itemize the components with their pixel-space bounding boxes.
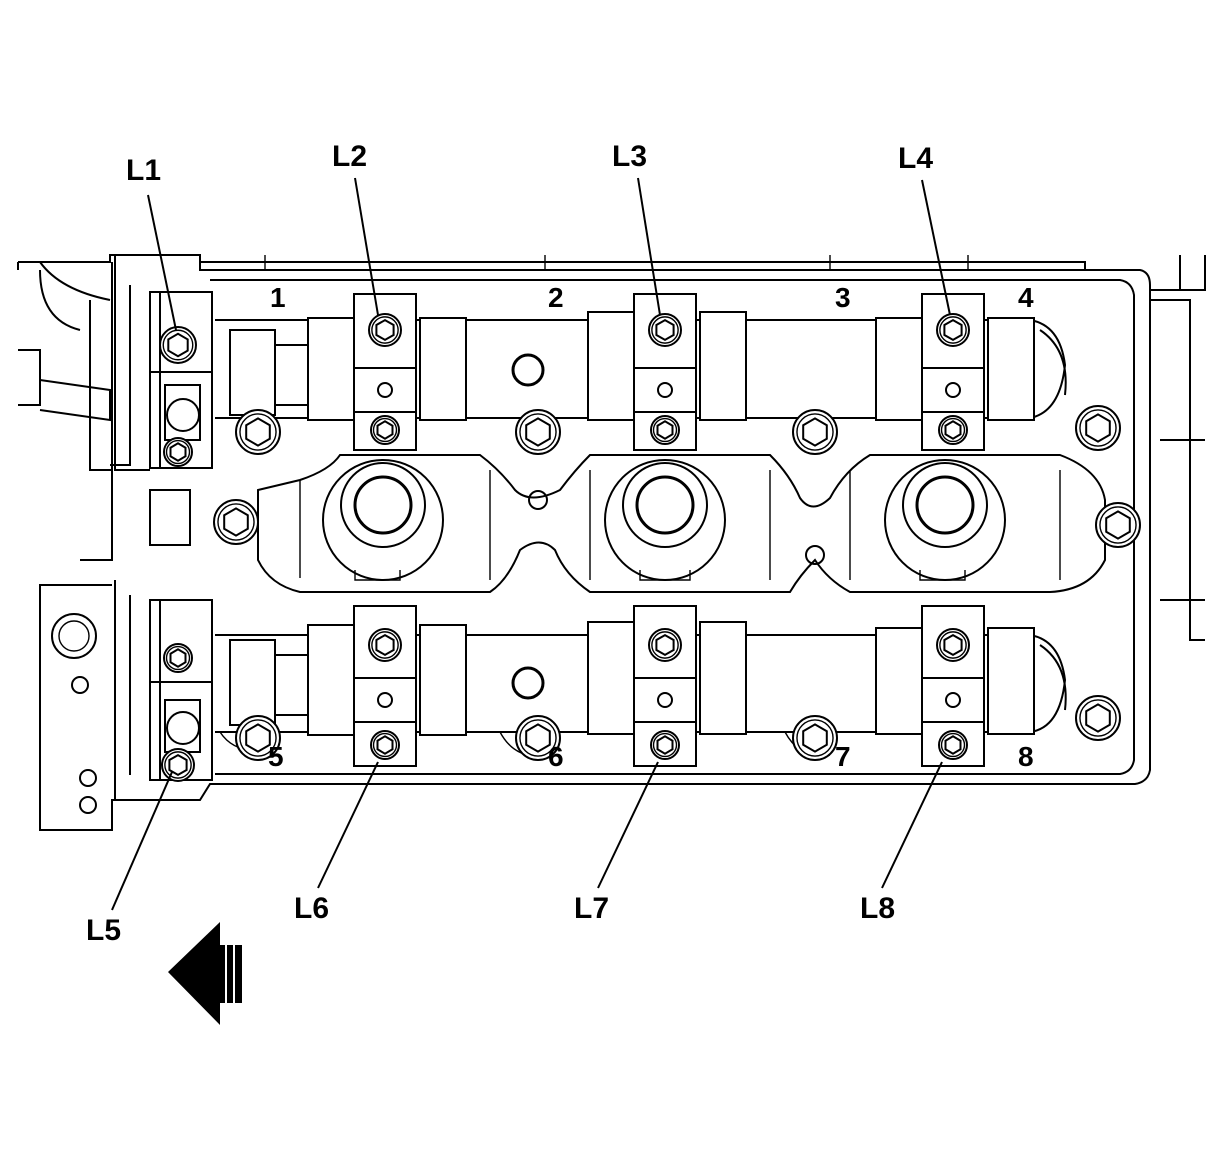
cylinder-head-outline xyxy=(17,254,1206,831)
callout-labels: L1 L2 L3 L4 L5 L6 L7 L8 xyxy=(86,140,933,947)
spark-plug-wells xyxy=(257,454,1106,593)
callout-l6: L6 xyxy=(294,892,329,925)
journal-number-5: 5 xyxy=(268,741,284,772)
callout-l5: L5 xyxy=(86,914,121,947)
callout-l7: L7 xyxy=(574,892,609,925)
head-bolt-icon xyxy=(213,499,259,545)
cap-bolt-icon xyxy=(368,628,402,662)
bearing-cap xyxy=(921,605,985,767)
cap-bolt-icon xyxy=(159,326,197,364)
head-bolt-icon xyxy=(1095,502,1141,548)
journal-numbers: 1 2 3 4 5 6 7 8 xyxy=(268,282,1034,772)
callout-l8: L8 xyxy=(860,892,895,925)
cap-bolt-icon xyxy=(936,628,970,662)
cap-bolt-icon xyxy=(368,313,402,347)
cap-bolt-icon xyxy=(648,313,682,347)
callout-l4: L4 xyxy=(898,142,933,175)
journal-number-3: 3 xyxy=(835,282,851,313)
cap-bolt-icon xyxy=(161,748,195,782)
bearing-cap xyxy=(353,293,417,451)
upper-camshaft xyxy=(149,291,1067,469)
head-bolt-icon xyxy=(792,409,838,455)
journal-number-7: 7 xyxy=(835,741,851,772)
head-bolt-icon xyxy=(792,715,838,761)
journal-number-1: 1 xyxy=(270,282,286,313)
bearing-cap xyxy=(633,605,697,767)
head-bolt-icon xyxy=(1075,405,1121,451)
leader-lines xyxy=(111,177,951,911)
bearing-cap xyxy=(353,605,417,767)
cap-bolt-icon xyxy=(936,313,970,347)
cap-bolt-icon xyxy=(650,730,680,760)
journal-number-2: 2 xyxy=(548,282,564,313)
cap-bolt-icon xyxy=(938,730,968,760)
cap-bolt-icon xyxy=(163,437,193,467)
journal-number-6: 6 xyxy=(548,741,564,772)
head-bolts xyxy=(213,405,1141,761)
cap-bolt-icon xyxy=(938,415,968,445)
head-bolt-icon xyxy=(515,409,561,455)
cap-bolt-icon xyxy=(370,730,400,760)
callout-l1: L1 xyxy=(126,154,161,187)
cap-bolt-icon xyxy=(650,415,680,445)
journal-number-8: 8 xyxy=(1018,741,1034,772)
head-bolt-icon xyxy=(515,715,561,761)
head-bolt-icon xyxy=(1075,695,1121,741)
camshaft-bearing-caps xyxy=(159,293,985,782)
bearing-cap xyxy=(633,293,697,451)
cap-bolt-icon xyxy=(163,643,193,673)
callout-l2: L2 xyxy=(332,140,367,173)
cap-bolt-icon xyxy=(648,628,682,662)
head-bolt-icon xyxy=(235,715,281,761)
callout-l3: L3 xyxy=(612,140,647,173)
head-bolt-icon xyxy=(235,409,281,455)
bearing-cap xyxy=(921,293,985,451)
left-arrow-icon xyxy=(168,922,242,1025)
journal-number-4: 4 xyxy=(1018,282,1034,313)
cap-bolt-icon xyxy=(370,415,400,445)
